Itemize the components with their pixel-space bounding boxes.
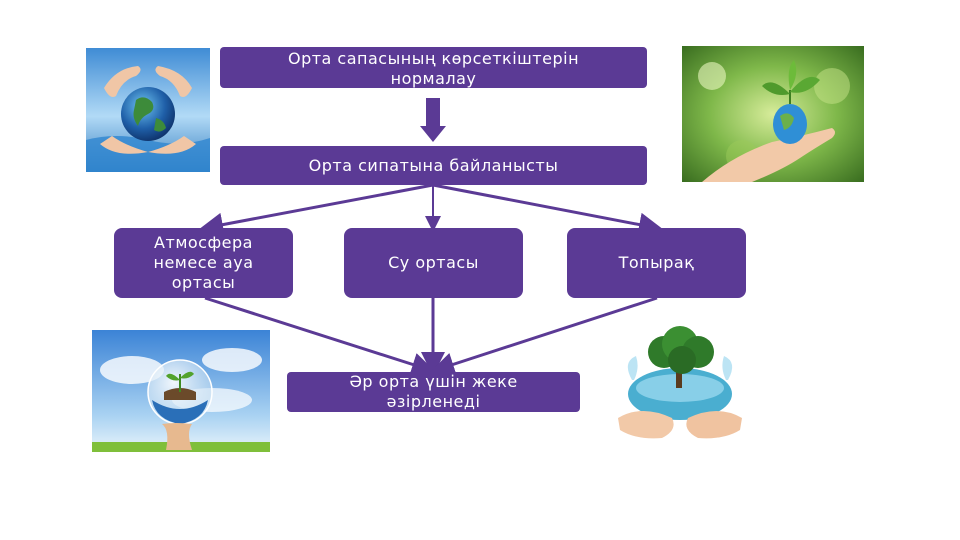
box-environment-nature-label: Орта сипатына байланысты	[308, 155, 559, 175]
connector-mid-atm	[199, 183, 434, 237]
box-soil-label: Топырақ	[618, 253, 695, 272]
connector-atm-bot	[204, 296, 436, 376]
box-each-environment-label: Әр орта үшін жеке әзірленеді	[349, 372, 518, 411]
box-environment-nature: Орта сипатына байланысты	[220, 146, 647, 185]
box-atmosphere-label: Атмосфера немесе ауа ортасы	[153, 233, 254, 292]
box-normalization-label: Орта сапасының көрсеткіштерін нормалау	[287, 49, 580, 88]
hand-seedling-globe-image	[682, 46, 864, 182]
connector-mid-top	[432, 183, 663, 237]
sky-globe-hand-image	[92, 330, 270, 452]
box-each-environment: Әр орта үшін жеке әзірленеді	[287, 372, 580, 412]
hands-water-tree-image	[612, 322, 748, 450]
box-soil: Топырақ	[567, 228, 746, 298]
down-block-arrow	[420, 98, 446, 142]
box-normalization: Орта сапасының көрсеткіштерін нормалау	[220, 47, 647, 88]
box-water: Су ортасы	[344, 228, 523, 298]
hands-globe-image	[86, 48, 210, 172]
box-atmosphere: Атмосфера немесе ауа ортасы	[114, 228, 293, 298]
box-water-label: Су ортасы	[388, 253, 479, 272]
connector-top-bot	[430, 296, 658, 376]
